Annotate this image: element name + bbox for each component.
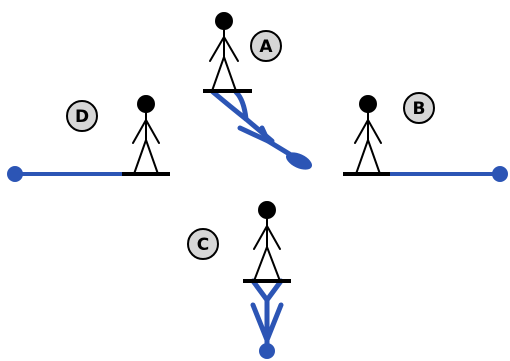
scenario-c: C bbox=[187, 201, 291, 359]
stick-figure-b bbox=[354, 95, 382, 175]
stick-figure-a bbox=[209, 12, 239, 92]
scenario-d: D bbox=[7, 95, 170, 182]
rope-c bbox=[250, 278, 284, 348]
badge-c-label: C bbox=[197, 235, 209, 255]
rope-end-d bbox=[7, 166, 23, 182]
badge-b-circle bbox=[403, 92, 435, 124]
rope-end-b bbox=[492, 166, 508, 182]
scenario-a: A bbox=[203, 12, 313, 170]
badge-b-label: B bbox=[413, 99, 426, 119]
figure-head-a bbox=[215, 12, 233, 30]
badge-a-circle bbox=[250, 30, 282, 62]
badge-a-label: A bbox=[259, 37, 273, 57]
scenario-b: B bbox=[343, 92, 508, 182]
badge-a: A bbox=[250, 30, 282, 62]
badge-c: C bbox=[187, 228, 219, 260]
badge-d-circle bbox=[66, 100, 98, 132]
badge-b: B bbox=[403, 92, 435, 124]
badge-d-label: D bbox=[75, 107, 89, 127]
badge-c-circle bbox=[187, 228, 219, 260]
figure-head-d bbox=[137, 95, 155, 113]
stick-figure-d bbox=[132, 95, 160, 175]
rope-end-c bbox=[259, 343, 275, 359]
figure-head-c bbox=[258, 201, 276, 219]
rope-end-a bbox=[285, 152, 313, 170]
stick-figure-c bbox=[253, 201, 281, 282]
badge-d: D bbox=[66, 100, 98, 132]
rope-a bbox=[210, 89, 294, 158]
figure-head-b bbox=[359, 95, 377, 113]
